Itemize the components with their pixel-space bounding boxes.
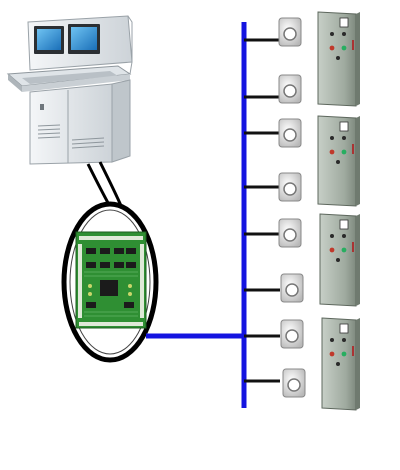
monitor-left-icon — [34, 26, 64, 54]
ct-sensor-icon — [280, 319, 304, 349]
ct-sensor-icon — [280, 273, 304, 303]
electrical-cabinet-icon — [319, 213, 360, 307]
electrical-cabinets — [317, 11, 360, 411]
ct-sensor-icon — [278, 17, 302, 47]
electrical-cabinet-icon — [317, 115, 360, 207]
control-console — [6, 15, 133, 165]
ct-sensors — [278, 17, 306, 398]
ct-sensor-icon — [282, 368, 306, 398]
pcb-board-icon — [75, 231, 147, 329]
ct-sensor-icon — [278, 74, 302, 104]
electrical-cabinet-icon — [321, 317, 360, 411]
ct-sensor-icon — [278, 218, 302, 248]
bus-network — [146, 22, 247, 408]
electrical-cabinet-icon — [317, 11, 360, 107]
pcb-callout — [61, 201, 159, 363]
branch-lines — [244, 38, 280, 383]
monitor-right-icon — [68, 24, 100, 54]
ct-sensor-icon — [278, 172, 302, 202]
ct-sensor-icon — [278, 118, 302, 148]
